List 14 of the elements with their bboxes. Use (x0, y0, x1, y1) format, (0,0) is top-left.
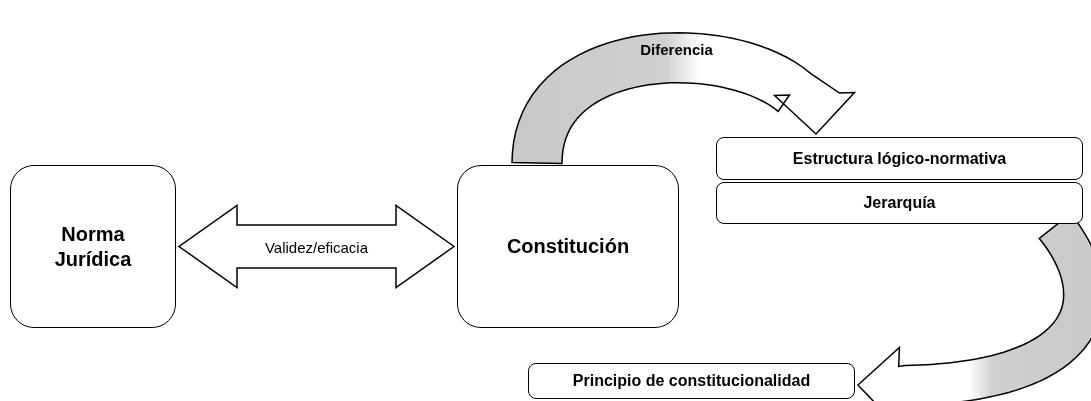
edge-label: Diferencia (640, 40, 713, 58)
box-text: Estructura lógico-normativa (792, 148, 1007, 169)
rounded-box (716, 137, 1083, 180)
block-arrow (511, 32, 857, 165)
edge-label: Validez/eficacia (264, 238, 369, 255)
box-text: Norma Jurídica (53, 221, 133, 272)
box-text: Constitución (506, 234, 630, 259)
rounded-box (716, 182, 1083, 224)
box-text: Jerarquía (863, 193, 936, 213)
rounded-box (528, 363, 855, 399)
rounded-box (457, 165, 679, 328)
box-text: Principio de constitucionalidad (572, 371, 811, 391)
rounded-box (10, 165, 176, 328)
block-arrow (177, 204, 456, 289)
